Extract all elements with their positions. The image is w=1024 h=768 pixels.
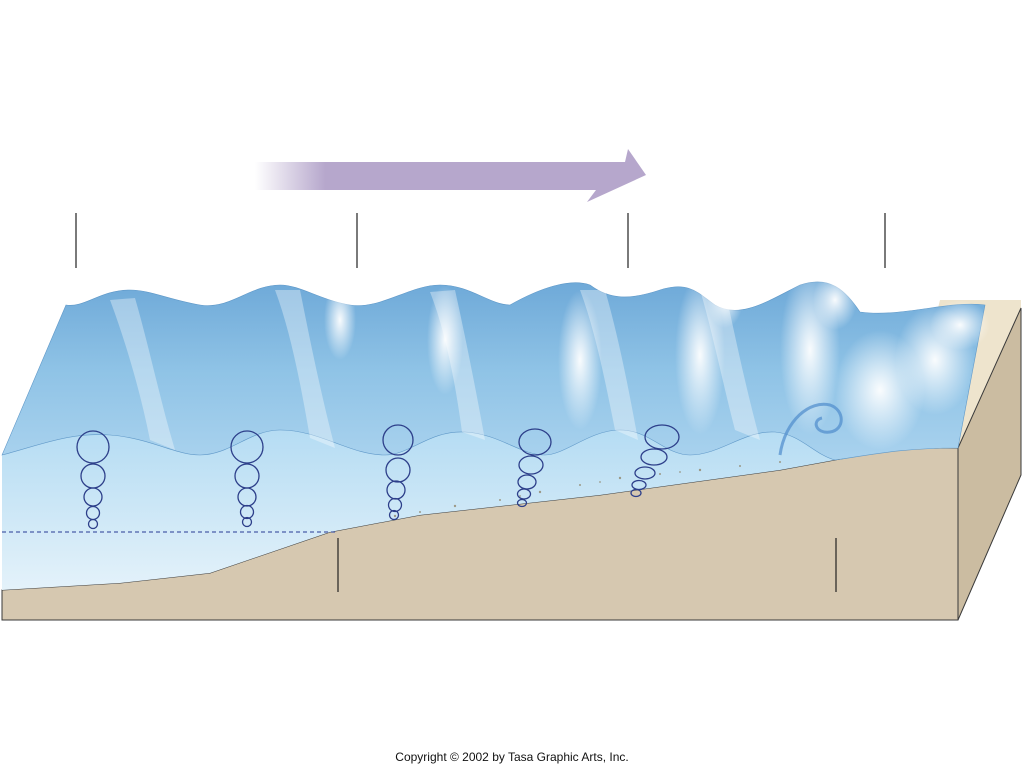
copyright-notice: Copyright © 2002 by Tasa Graphic Arts, I… bbox=[395, 750, 629, 764]
water-cross-section bbox=[2, 430, 900, 590]
sediment-speckles bbox=[393, 461, 781, 518]
curling-breaker bbox=[778, 402, 843, 456]
orbit-column-4 bbox=[516, 428, 552, 508]
breaking-wave-foam bbox=[324, 265, 990, 450]
orbit-column-5 bbox=[630, 424, 680, 498]
orbit-column-3 bbox=[382, 424, 414, 521]
orbit-column-1 bbox=[76, 430, 110, 530]
wave-direction-arrow bbox=[255, 149, 646, 202]
orbit-column-2 bbox=[230, 430, 264, 528]
